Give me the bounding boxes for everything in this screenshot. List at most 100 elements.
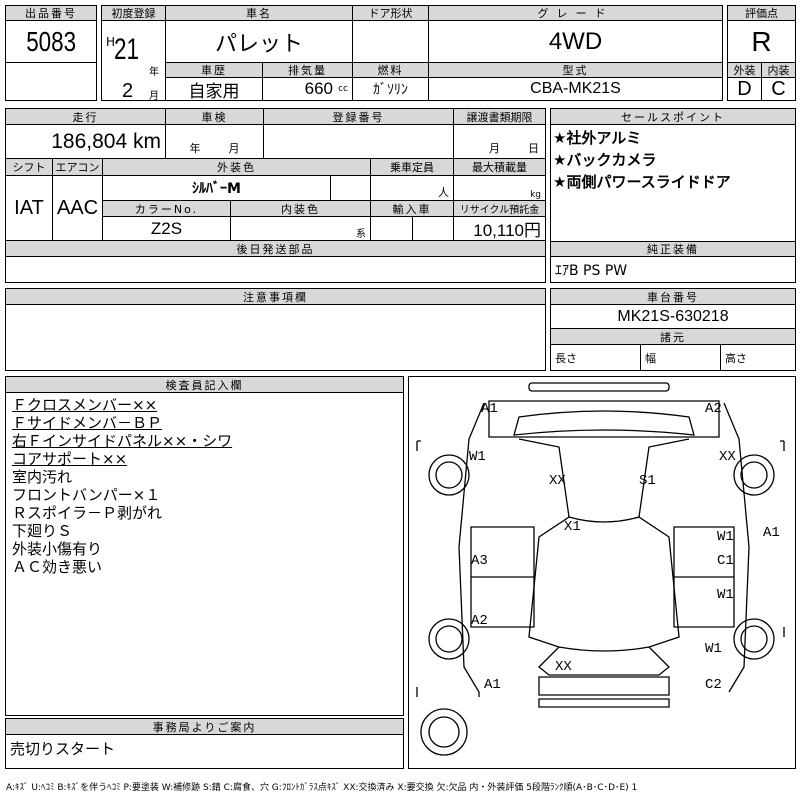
sales-point: ★社外アルミ: [553, 129, 642, 147]
displacement-value: 660 cc: [263, 78, 353, 100]
office-label: 事務局よりご案内: [6, 719, 403, 735]
transfer-day: 日: [528, 142, 539, 155]
int-color-value: 系: [231, 217, 371, 241]
chassis-value: MK21S-630218: [551, 305, 795, 329]
damage-mark: XX: [549, 473, 566, 489]
inspector-note: 下廻りＳ: [12, 522, 73, 540]
office-box: 事務局よりご案内 売切りスタート: [5, 718, 404, 769]
year-unit: 年: [149, 67, 159, 78]
insp-month: 月: [228, 142, 240, 155]
notes-box: 注意事項欄: [5, 288, 546, 371]
int-score: C: [771, 77, 786, 100]
later-parts-label: 後日発送部品: [6, 241, 545, 257]
legend: A:ｷｽﾞ U:ﾍｺﾐ B:ｷｽﾞを伴うﾍｺﾐ P:要塗装 W:補修跡 S:錆 …: [6, 783, 638, 793]
damage-mark: A1: [763, 525, 780, 541]
ac-value: AAC: [53, 176, 103, 241]
transfer-value: 月日: [454, 125, 545, 159]
damage-mark: A1: [484, 677, 501, 693]
vehicle-box: 初度登録 車名 ドア形状 グレード H 21 年 2 月 パレット 4WD 車歴…: [101, 5, 723, 102]
import-value-1: [371, 217, 413, 241]
inspector-note: Ｆクロスメンバー××: [12, 396, 158, 414]
history-label: 車歴: [166, 63, 263, 78]
color-no-label: カラーNo.: [103, 201, 231, 217]
reg-no-label: 登録番号: [264, 109, 454, 125]
ext-label: 外装: [728, 63, 762, 78]
grade-label: グレード: [429, 6, 722, 21]
inspector-note: 右Ｆインサイドパネル××・シワ: [12, 432, 233, 450]
ext-color-label: 外装色: [103, 159, 371, 176]
color-no-value: Z2S: [103, 217, 231, 241]
inspector-note: 室内汚れ: [12, 468, 73, 486]
ac-label: エアコン: [53, 159, 103, 176]
damage-mark: S1: [639, 473, 656, 489]
ext-score: D: [728, 78, 762, 100]
fuel-value: ｶﾞｿﾘﾝ: [353, 78, 429, 100]
inspector-box: 検査員記入欄 Ｆクロスメンバー×× Ｆサイドメンバ－ＢＰ 右Ｆインサイドパネル×…: [5, 376, 404, 716]
capacity-value: 人: [371, 176, 454, 201]
width: 幅: [641, 345, 721, 370]
shift-label: シフト: [6, 159, 53, 176]
car-name: パレット: [166, 21, 353, 63]
notes-label: 注意事項欄: [6, 289, 545, 305]
inspector-note: 外装小傷有り: [12, 540, 103, 558]
displacement-label: 排気量: [263, 63, 353, 78]
door-label: ドア形状: [353, 6, 429, 21]
inspector-notes: Ｆクロスメンバー×× Ｆサイドメンバ－ＢＰ 右Ｆインサイドパネル××・シワ コア…: [6, 396, 232, 576]
load-label: 最大積載量: [454, 159, 545, 176]
ext-color-extra: [331, 176, 371, 201]
damage-mark: XX: [555, 659, 572, 675]
import-label: 輸入車: [371, 201, 454, 217]
inspector-note: フロントバンパー×１: [12, 486, 161, 504]
lot-number-text: 5083: [26, 25, 76, 57]
lot-label: 出品番号: [6, 6, 96, 21]
damage-mark: W1: [717, 587, 734, 603]
sales-point: ★両側パワースライドドア: [553, 173, 731, 191]
inspector-note: コアサポート××: [12, 450, 128, 468]
damage-mark: A2: [471, 613, 488, 629]
first-reg-label: 初度登録: [102, 6, 166, 21]
lot-number: 5083: [6, 21, 96, 63]
sales-label: セールスポイント: [551, 109, 795, 125]
damage-mark: XX: [719, 449, 736, 465]
damage-mark: C1: [717, 553, 734, 569]
inspector-label: 検査員記入欄: [6, 377, 403, 393]
shift-value: IAT: [6, 176, 53, 241]
chassis-box: 車台番号 MK21S-630218 諸元 長さ 幅 高さ: [550, 288, 796, 371]
mileage-label: 走行: [6, 109, 166, 125]
int-color-label: 内装色: [231, 201, 371, 217]
inspector-note: Ｆサイドメンバ－ＢＰ: [12, 414, 163, 432]
door-value: [353, 21, 429, 63]
sales-point: ★バックカメラ: [553, 151, 657, 169]
lot-box: 出品番号 5083: [5, 5, 97, 101]
sales-points: ★社外アルミ ★バックカメラ ★両側パワースライドドア: [551, 127, 731, 193]
inspector-note: ＡＣ効き悪い: [12, 558, 103, 576]
grade-value: 4WD: [429, 21, 722, 63]
year: 21: [114, 33, 140, 66]
score-label: 評価点: [728, 6, 795, 21]
import-value-2: [413, 217, 454, 241]
damage-mark: A2: [705, 401, 722, 417]
equipment-value: ｴｱB PS PW: [555, 262, 628, 279]
history-value: 自家用: [166, 78, 263, 102]
transfer-month: 月: [489, 142, 500, 155]
damage-mark: A3: [471, 553, 488, 569]
cc-value: 660: [304, 79, 333, 98]
era: H: [106, 35, 116, 49]
equipment-label: 純正装備: [551, 241, 795, 257]
office-value: 売切りスタート: [10, 740, 116, 758]
damage-mark: W1: [705, 641, 722, 657]
int-label: 内装: [762, 63, 795, 78]
mileage-value: 186,804 km: [6, 125, 166, 159]
damage-mark: W1: [717, 529, 734, 545]
specs-label: 諸元: [551, 329, 795, 345]
chassis-label: 車台番号: [551, 289, 795, 305]
transfer-label: 譲渡書類期限: [454, 109, 545, 125]
first-reg: H 21 年 2 月: [102, 21, 166, 102]
fuel-label: 燃料: [353, 63, 429, 78]
car-diagram: A1 A2 W1 XX XX S1 X1 A1 A3 W1 C1 A2 W1 X…: [408, 376, 796, 769]
damage-mark: X1: [564, 519, 581, 535]
ext-color-value: ｼﾙﾊﾞｰM: [103, 176, 331, 201]
length: 長さ: [551, 345, 641, 370]
damage-mark: A1: [481, 401, 498, 417]
cc-unit: cc: [338, 84, 348, 94]
